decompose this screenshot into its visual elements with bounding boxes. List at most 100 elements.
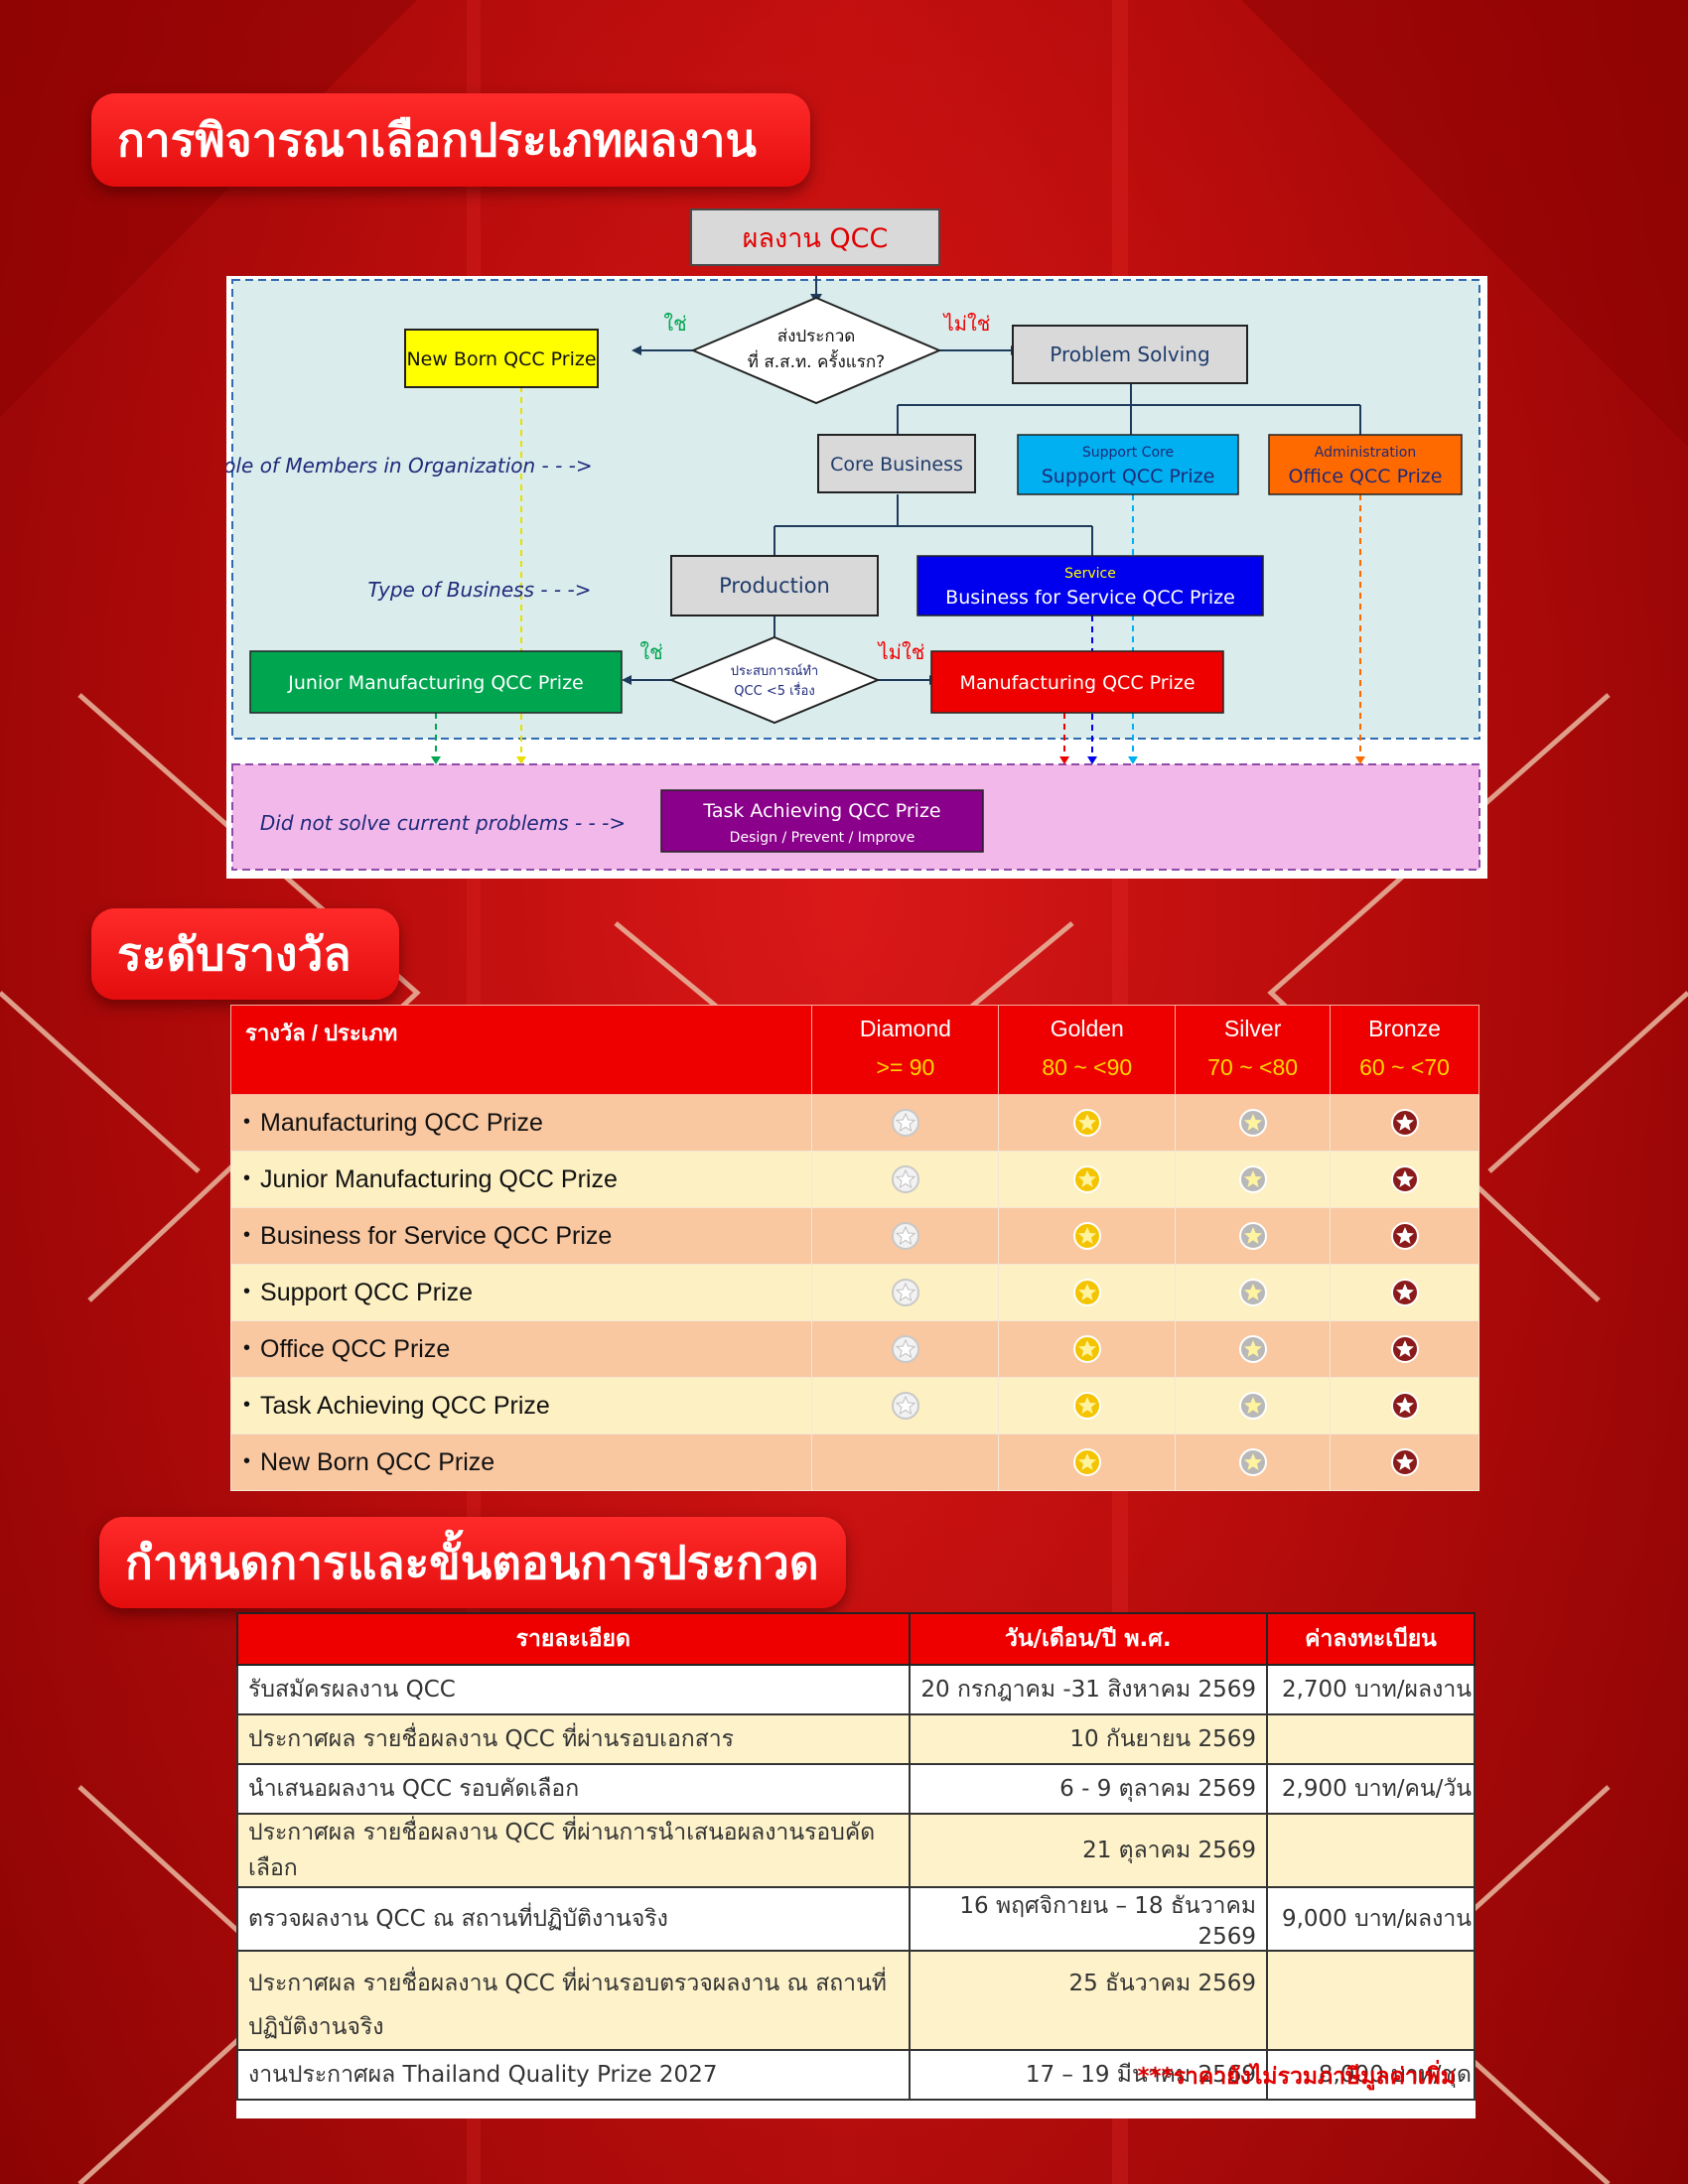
silver-star-icon (1238, 1448, 1267, 1477)
schedule-row: ประกาศผล รายชื่อผลงาน QCC ที่ผ่านการนำเส… (236, 1813, 1476, 1888)
task-sub-label: Design / Prevent / Improve (730, 830, 915, 846)
schedule-table: รายละเอียด วัน/เดือน/ปี พ.ศ. ค่าลงทะเบีย… (236, 1612, 1476, 2101)
service-prize-label: Business for Service QCC Prize (945, 587, 1235, 609)
award-cell-diamond (811, 1264, 1000, 1321)
bronze-star-icon (1390, 1335, 1419, 1364)
award-row-name: •Support QCC Prize (229, 1264, 813, 1321)
award-cell-silver (1175, 1207, 1332, 1265)
schedule-fee (1266, 1950, 1476, 2051)
award-cell-bronze (1330, 1320, 1479, 1378)
award-cell-diamond (811, 1207, 1000, 1265)
award-cell-golden (998, 1207, 1177, 1265)
award-cell-silver (1175, 1151, 1332, 1208)
schedule-detail: นำเสนอผลงาน QCC รอบคัดเลือก (236, 1763, 911, 1815)
schedule-fee: 2,900 บาท/คน/วัน (1266, 1763, 1476, 1815)
header-award-type: รางวัล / ประเภท (229, 1005, 813, 1095)
problem-solving-label: Problem Solving (1050, 342, 1209, 366)
bullet-icon: • (243, 1166, 251, 1189)
award-cell-silver (1175, 1377, 1332, 1434)
silver-star-icon (1238, 1392, 1267, 1421)
decision-first-line2: ที่ ส.ส.ท. ครั้งแรก? (748, 349, 885, 372)
golden-star-icon (1072, 1279, 1101, 1307)
task-prize-label: Task Achieving QCC Prize (702, 800, 940, 822)
type-label: Type of Business - - -> (368, 578, 592, 602)
core-business-box (817, 434, 976, 493)
golden-star-icon (1072, 1392, 1101, 1421)
golden-star-icon (1072, 1222, 1101, 1251)
core-business-label: Core Business (830, 454, 963, 476)
qcc-work-box: ผลงาน QCC (690, 208, 940, 266)
schedule-detail: ประกาศผล รายชื่อผลงาน QCC ที่ผ่านการนำเส… (236, 1813, 911, 1888)
award-cell-golden (998, 1377, 1177, 1434)
junior-prize-label: Junior Manufacturing QCC Prize (287, 672, 583, 694)
schedule-date: 20 กรกฎาคม -31 สิงหาคม 2569 (908, 1664, 1269, 1715)
yes-label-2: ใช่ (639, 640, 662, 664)
schedule-detail: รับสมัครผลงาน QCC (236, 1664, 911, 1715)
schedule-row: ประกาศผล รายชื่อผลงาน QCC ที่ผ่านรอบตรวจ… (236, 1950, 1476, 2051)
award-type-label: Junior Manufacturing QCC Prize (260, 1164, 618, 1193)
problem-solving-box (1012, 325, 1248, 384)
award-row: •Office QCC Prize (229, 1320, 1479, 1378)
award-cell-golden (998, 1433, 1177, 1491)
award-cell-silver (1175, 1264, 1332, 1321)
award-cell-bronze (1330, 1433, 1479, 1491)
office-prize-label: Office QCC Prize (1289, 466, 1443, 487)
silver-star-icon (1238, 1109, 1267, 1138)
golden-star-icon (1072, 1448, 1101, 1477)
award-cell-silver (1175, 1320, 1332, 1378)
bullet-icon: • (243, 1110, 251, 1133)
decision-second-line2: QCC <5 เรื่อง (734, 682, 814, 699)
award-cell-golden (998, 1264, 1177, 1321)
header-date: วัน/เดือน/ปี พ.ศ. (908, 1612, 1269, 1666)
award-cell-bronze (1330, 1377, 1479, 1434)
decision-first-submission (690, 296, 942, 405)
schedule-date: 17 – 19 มีนาคม 2569 (908, 2049, 1269, 2101)
schedule-fee (1266, 1813, 1476, 1888)
section-title-levels: ระดับรางวัล (91, 908, 399, 1000)
manufacturing-prize-label: Manufacturing QCC Prize (959, 672, 1195, 694)
award-row: •Support QCC Prize (229, 1264, 1479, 1321)
decision-experience (668, 635, 881, 725)
vat-note: ***ราคายังไม่รวมภาษีมูลค่าเพิ่ม (1137, 2064, 1457, 2090)
bronze-star-icon (1390, 1165, 1419, 1194)
award-cell-diamond (811, 1151, 1000, 1208)
award-cell-diamond (811, 1433, 1000, 1491)
award-cell-golden (998, 1151, 1177, 1208)
bullet-icon: • (243, 1280, 251, 1302)
support-small-label: Support Core (1082, 445, 1174, 461)
silver-star-icon (1238, 1335, 1267, 1364)
bronze-star-icon (1390, 1392, 1419, 1421)
bullet-icon: • (243, 1393, 251, 1416)
yes-label-1: ใช่ (663, 312, 686, 336)
bronze-star-icon (1390, 1222, 1419, 1251)
award-type-label: Office QCC Prize (260, 1334, 451, 1363)
award-cell-bronze (1330, 1094, 1479, 1152)
diamond-star-icon (891, 1279, 919, 1307)
support-box (1017, 434, 1239, 495)
new-born-label: New Born QCC Prize (406, 348, 596, 370)
header-diamond: Diamond>= 90 (811, 1005, 1000, 1095)
award-cell-bronze (1330, 1151, 1479, 1208)
award-cell-silver (1175, 1433, 1332, 1491)
admin-small-label: Administration (1315, 445, 1416, 461)
golden-star-icon (1072, 1165, 1101, 1194)
diamond-star-icon (891, 1222, 919, 1251)
award-row-name: •Business for Service QCC Prize (229, 1207, 813, 1265)
award-type-label: Business for Service QCC Prize (260, 1221, 613, 1250)
silver-star-icon (1238, 1279, 1267, 1307)
schedule-date: 10 กันยายน 2569 (908, 1713, 1269, 1765)
schedule-detail: ประกาศผล รายชื่อผลงาน QCC ที่ผ่านรอบตรวจ… (236, 1950, 911, 2051)
decision-second-line1: ประสบการณ์ทำ (731, 663, 819, 679)
schedule-row: ประกาศผล รายชื่อผลงาน QCC ที่ผ่านรอบเอกส… (236, 1713, 1476, 1765)
award-type-label: Manufacturing QCC Prize (260, 1108, 543, 1137)
award-row: • Task Achieving QCC Prize (229, 1377, 1479, 1434)
did-not-solve-label: Did not solve current problems - - -> (260, 811, 626, 835)
award-cell-bronze (1330, 1207, 1479, 1265)
award-type-label: Task Achieving QCC Prize (260, 1391, 550, 1420)
award-row-name: • Junior Manufacturing QCC Prize (229, 1151, 813, 1208)
schedule-date: 21 ตุลาคม 2569 (908, 1813, 1269, 1888)
